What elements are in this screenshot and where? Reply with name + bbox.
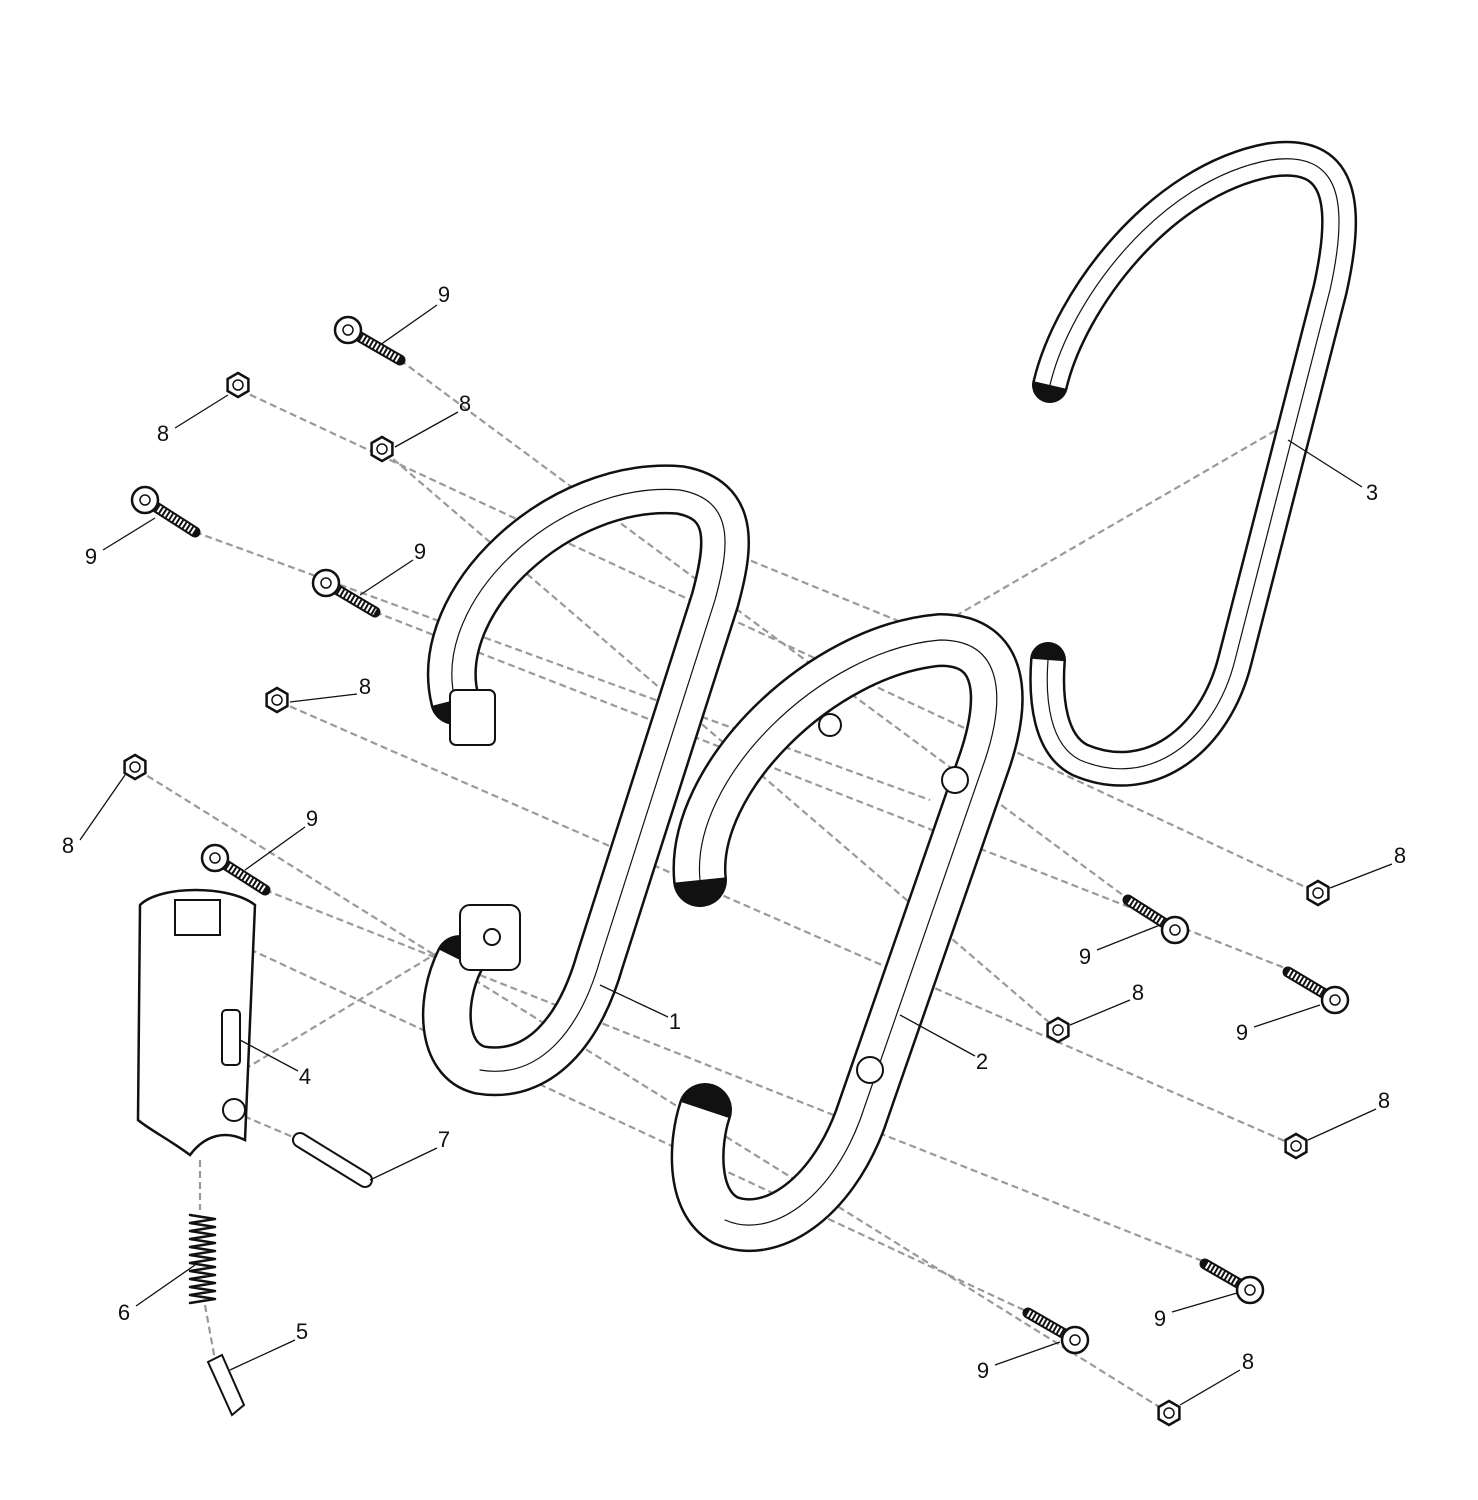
- callout-label: 9: [1079, 944, 1091, 969]
- callout-label: 8: [359, 674, 371, 699]
- leader-line: [1329, 863, 1393, 889]
- callout-label: 8: [459, 391, 471, 416]
- callout-label: 5: [296, 1319, 308, 1344]
- leader-line: [899, 1014, 976, 1057]
- assembly-line: [264, 888, 1206, 1264]
- part-3-strap: [1029, 140, 1358, 787]
- assembly-line: [239, 389, 1319, 894]
- socket-screw: [130, 485, 201, 538]
- callout-label: 2: [976, 1049, 988, 1074]
- assembly-line: [137, 769, 1170, 1414]
- leader-line: [79, 774, 126, 841]
- callout-label: 7: [438, 1127, 450, 1152]
- part-4-gate-block: [136, 888, 257, 1157]
- socket-screw: [1199, 1258, 1265, 1305]
- leader-line: [599, 984, 669, 1018]
- leader-line: [229, 1339, 296, 1371]
- leader-line: [1096, 924, 1161, 951]
- callouts: 9 8 8 9 9 3 8 8 9 1 4 2 7 6 5 8 9 8 9 8 9 9 8: [62, 282, 1406, 1406]
- callout-label: 9: [1154, 1306, 1166, 1331]
- callout-label: 1: [669, 1009, 681, 1034]
- callout-label: 9: [414, 539, 426, 564]
- socket-screw: [1022, 1307, 1090, 1355]
- hex-nut: [1157, 1399, 1181, 1427]
- leader-line: [289, 693, 358, 703]
- leader-line: [1179, 1369, 1241, 1406]
- assembly-line: [229, 939, 1029, 1313]
- assembly-line: [399, 359, 1171, 931]
- part-6-spring: [188, 1213, 217, 1305]
- callout-label: 9: [85, 544, 97, 569]
- leader-line: [1253, 1004, 1321, 1028]
- socket-screw: [1282, 966, 1350, 1015]
- hex-nut: [226, 371, 250, 399]
- assembly-line: [234, 929, 476, 1076]
- leader-line: [379, 304, 438, 346]
- callout-label: 4: [299, 1064, 311, 1089]
- hex-nut: [1306, 879, 1330, 907]
- callout-label: 8: [157, 421, 169, 446]
- callout-label: 6: [118, 1300, 130, 1325]
- callout-label: 9: [438, 282, 450, 307]
- leader-line: [1171, 1292, 1238, 1313]
- assembly-line: [939, 424, 1286, 626]
- socket-screw: [1122, 894, 1190, 945]
- leader-line: [1307, 1108, 1377, 1141]
- socket-screw: [200, 843, 271, 896]
- hex-nut: [370, 435, 394, 463]
- callout-label: 9: [1236, 1020, 1248, 1045]
- callout-label: 3: [1366, 480, 1378, 505]
- callout-label: 9: [306, 806, 318, 831]
- leader-line: [994, 1341, 1061, 1366]
- leader-line: [244, 826, 306, 871]
- leader-line: [394, 411, 459, 448]
- leader-line: [102, 517, 156, 551]
- part-1-frame: [421, 464, 750, 1097]
- leader-line: [369, 1147, 438, 1181]
- leader-line: [1287, 439, 1363, 488]
- hex-nut: [1284, 1132, 1308, 1160]
- socket-screw: [333, 315, 406, 366]
- hex-nut: [123, 753, 147, 781]
- callout-label: 8: [1242, 1349, 1254, 1374]
- callout-label: 8: [1378, 1088, 1390, 1113]
- part-7-pin: [292, 1132, 373, 1188]
- socket-screw: [311, 568, 381, 618]
- assembly-line: [203, 1304, 217, 1361]
- callout-label: 8: [1132, 980, 1144, 1005]
- leader-line: [135, 1264, 196, 1307]
- hex-nut: [1046, 1016, 1070, 1044]
- callout-label: 8: [1394, 843, 1406, 868]
- callout-label: 8: [62, 833, 74, 858]
- part-5-latch-plate: [206, 1353, 246, 1417]
- leader-line: [239, 1039, 299, 1072]
- callout-label: 9: [977, 1358, 989, 1383]
- hex-nut: [265, 686, 289, 714]
- leader-line: [359, 559, 414, 596]
- leader-line: [174, 394, 229, 429]
- assembly-line: [194, 530, 931, 802]
- spring-coil: [188, 1213, 217, 1305]
- leader-line: [1069, 999, 1131, 1026]
- hardware: [123, 315, 1350, 1427]
- part-2-frame: [670, 613, 1024, 1252]
- assembly-line: [279, 700, 1297, 1148]
